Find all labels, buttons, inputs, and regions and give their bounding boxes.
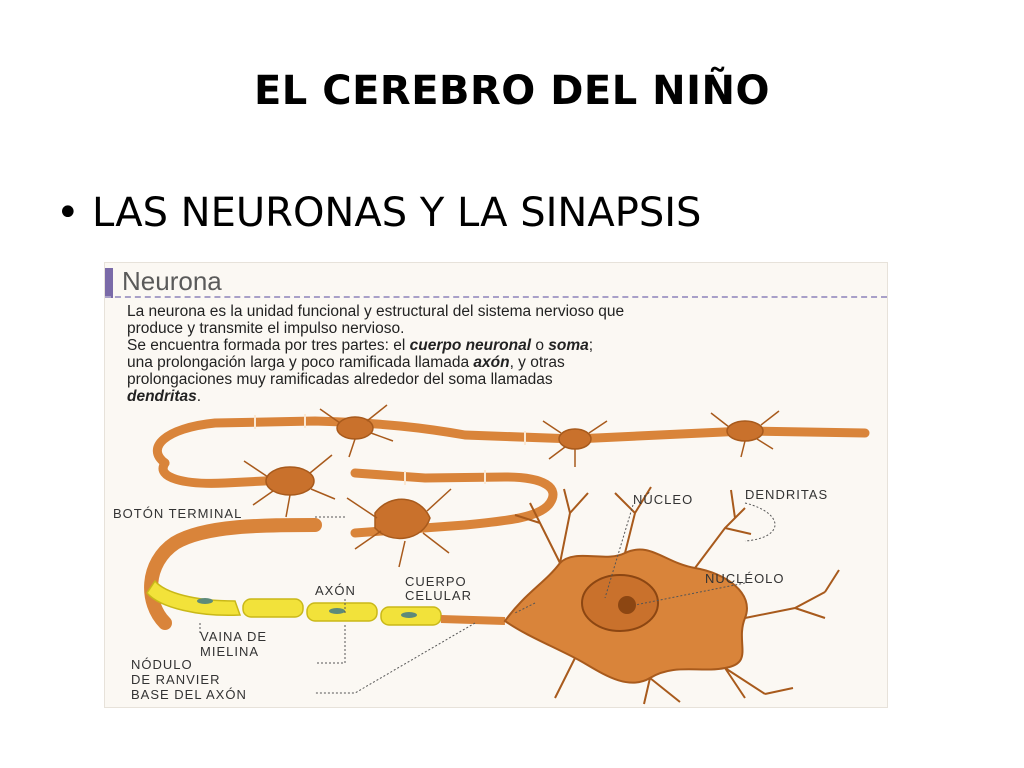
bullet-item: • LAS NEURONAS Y LA SINAPSIS bbox=[56, 190, 701, 236]
term-soma: soma bbox=[548, 337, 589, 354]
figure-description: La neurona es la unidad funcional y estr… bbox=[127, 303, 877, 405]
desc-line-6: dendritas. bbox=[127, 388, 202, 405]
label-nucleo: NÚCLEO bbox=[633, 492, 694, 507]
figure-heading: Neurona bbox=[122, 266, 222, 296]
small-neuron-1 bbox=[319, 404, 394, 458]
axon-to-soma bbox=[440, 615, 506, 625]
label-nucleolo: NUCLÉOLO bbox=[705, 571, 785, 586]
bullet-dot: • bbox=[56, 190, 80, 236]
small-neuron-2 bbox=[542, 420, 608, 467]
term-dendritas: dendritas bbox=[127, 388, 197, 405]
label-leaders bbox=[199, 502, 776, 694]
slide-title: EL CEREBRO DEL NIÑO bbox=[253, 68, 771, 114]
bullet-text: LAS NEURONAS Y LA SINAPSIS bbox=[92, 190, 702, 236]
small-neuron-5 bbox=[346, 488, 452, 568]
heading-accent-bar bbox=[105, 268, 113, 298]
label-axon: AXÓN bbox=[315, 583, 356, 598]
label-dendritas: DENDRITAS bbox=[745, 487, 829, 502]
desc-line-5: prolongaciones muy ramificadas alrededor… bbox=[127, 371, 553, 388]
myelin-sheath bbox=[146, 579, 442, 626]
upper-axon bbox=[152, 416, 870, 538]
upper-myelin-marks bbox=[254, 414, 756, 485]
desc-line-3: Se encuentra formada por tres partes: el… bbox=[127, 337, 594, 354]
term-axon: axón bbox=[473, 354, 510, 371]
term-cuerpo-neuronal: cuerpo neuronal bbox=[409, 337, 532, 354]
heading-divider bbox=[105, 296, 887, 298]
neuron-illustration bbox=[144, 404, 870, 705]
label-boton-terminal: BOTÓN TERMINAL bbox=[113, 506, 243, 521]
small-neuron-4 bbox=[243, 454, 336, 518]
nucleolus bbox=[618, 596, 636, 614]
small-neuron-3 bbox=[710, 410, 780, 458]
schwann-nuclei bbox=[197, 598, 417, 618]
desc-line-2: produce y transmite el impulso nervioso. bbox=[127, 320, 405, 337]
label-base-axon: BASE DEL AXÓN bbox=[131, 687, 247, 702]
desc-line-1: La neurona es la unidad funcional y estr… bbox=[127, 303, 625, 320]
neuron-figure: Neurona La neurona es la unidad funciona… bbox=[104, 262, 888, 708]
desc-line-4: una prolongación larga y poco ramificada… bbox=[127, 354, 565, 371]
